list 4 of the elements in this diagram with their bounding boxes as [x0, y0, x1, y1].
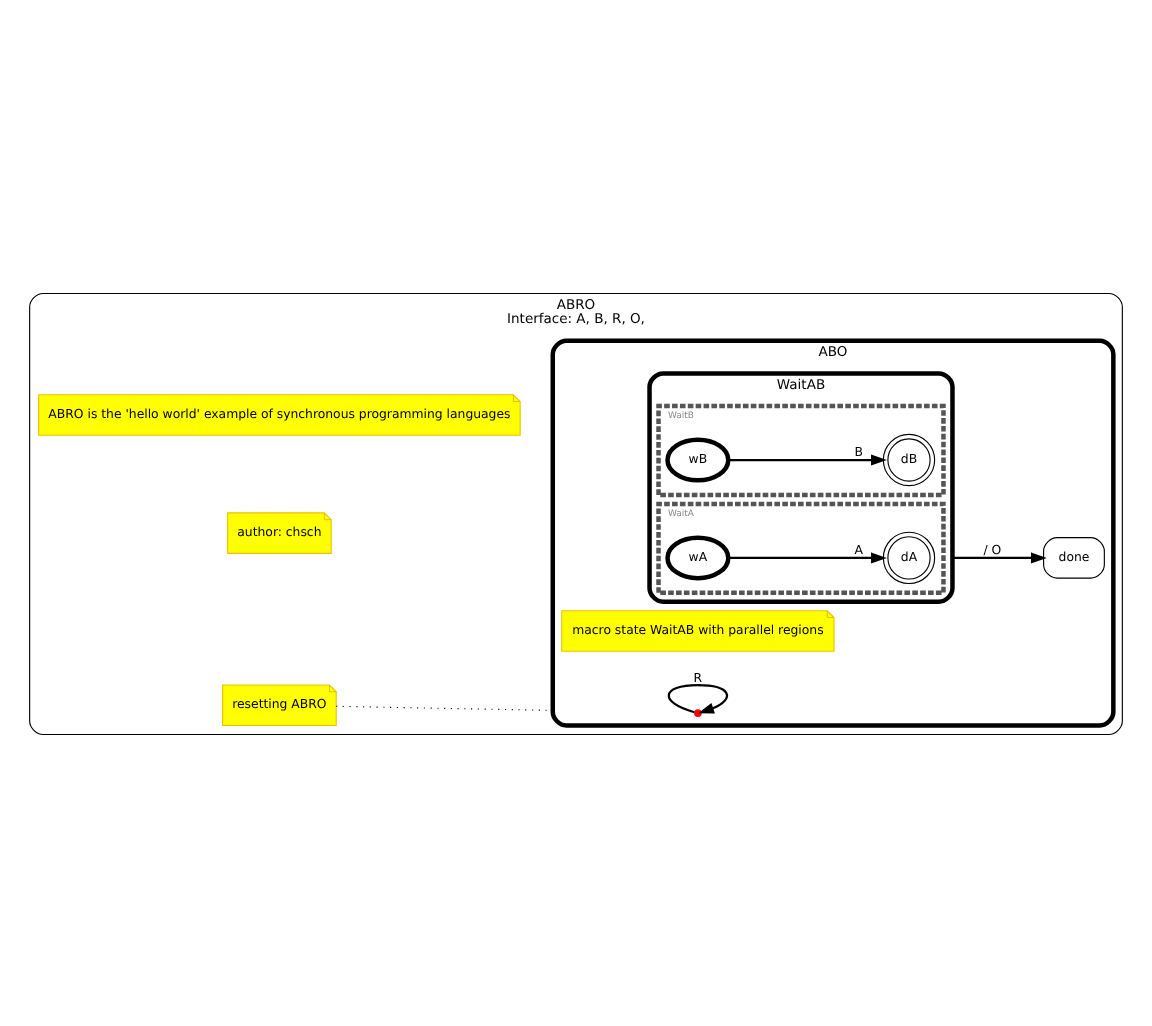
arrow — [952, 551, 1047, 563]
arrow — [667, 683, 729, 713]
arrow — [728, 453, 887, 465]
arrow — [728, 551, 887, 563]
